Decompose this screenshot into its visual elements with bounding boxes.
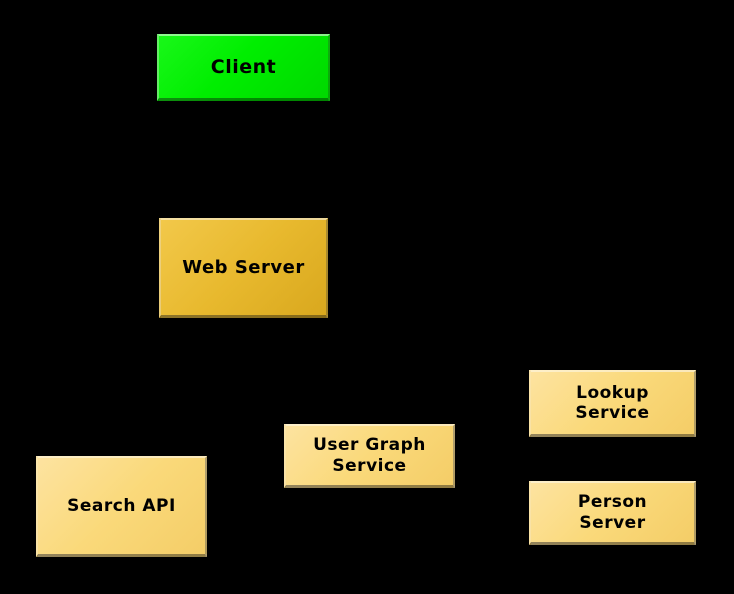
diagram-node-person-server-label: Person Server — [577, 492, 648, 533]
diagram-node-user-graph-service-label: User Graph Service — [313, 435, 426, 476]
diagram-node-lookup-service-label: Lookup Service — [575, 382, 650, 423]
diagram-node-search-api[interactable]: Search API — [36, 456, 207, 557]
diagram-node-person-server[interactable]: Person Server — [529, 481, 696, 545]
diagram-node-web-server[interactable]: Web Server — [159, 218, 328, 318]
diagram-node-client[interactable]: Client — [157, 34, 330, 101]
diagram-node-web-server-label: Web Server — [182, 256, 305, 278]
diagram-node-user-graph-service[interactable]: User Graph Service — [284, 424, 455, 488]
diagram-node-search-api-label: Search API — [67, 495, 176, 516]
diagram-node-client-label: Client — [210, 55, 277, 78]
diagram-node-lookup-service[interactable]: Lookup Service — [529, 370, 696, 437]
